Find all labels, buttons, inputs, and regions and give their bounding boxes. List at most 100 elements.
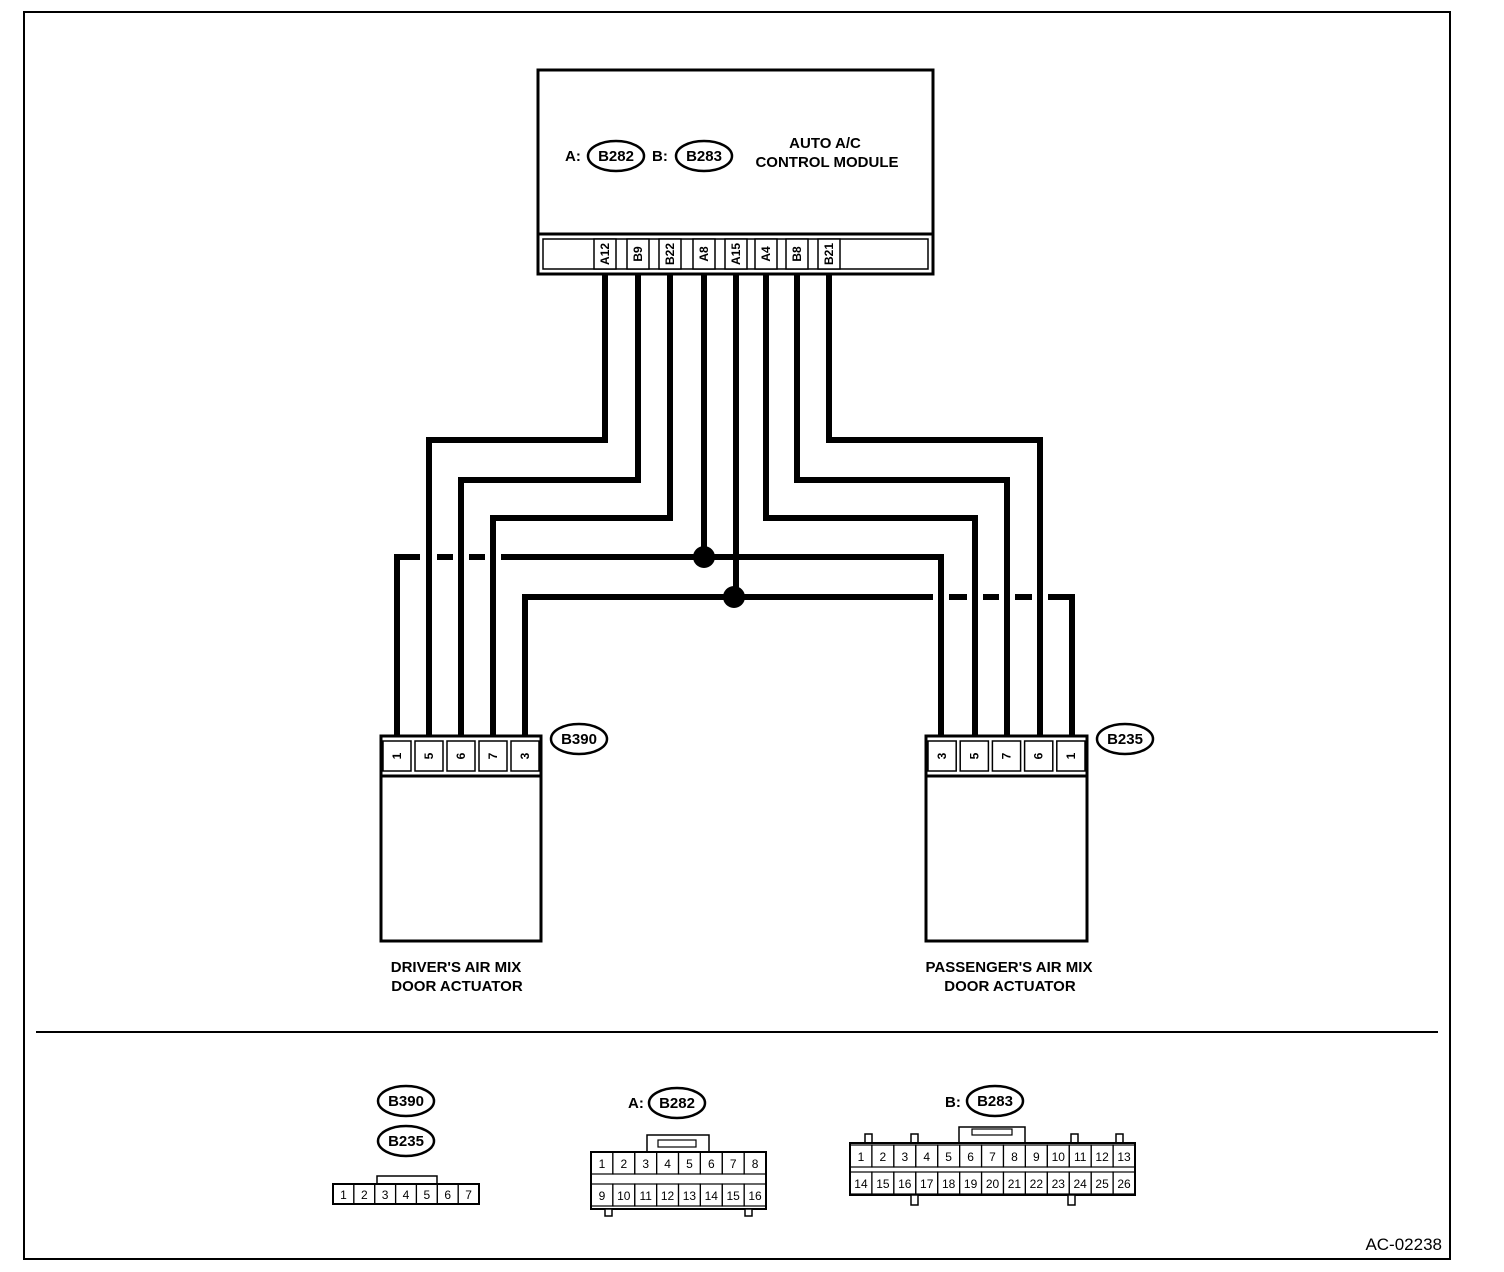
connector-pin-number: 5 bbox=[424, 1188, 431, 1202]
actuator-pin-label: 5 bbox=[422, 752, 436, 759]
connector-b-prefix: B: bbox=[652, 148, 668, 165]
connector-pin-number: 23 bbox=[1052, 1177, 1066, 1191]
connector-pin-number: 12 bbox=[661, 1189, 675, 1203]
wire-a15-passenger-pin1 bbox=[1048, 594, 1075, 736]
connector-pin-number: 1 bbox=[858, 1150, 865, 1164]
connector-pin-number: 4 bbox=[403, 1188, 410, 1202]
connector-pin-number: 8 bbox=[752, 1157, 759, 1171]
wire-a15-driver-pin3 bbox=[522, 594, 933, 736]
actuator-pin-label: 1 bbox=[1064, 752, 1078, 759]
connector-pin-number: 19 bbox=[964, 1177, 978, 1191]
driver-pin-labels: 1 5 6 7 3 bbox=[382, 740, 540, 772]
connector-pin-number: 13 bbox=[683, 1189, 697, 1203]
module-terminal-label: A15 bbox=[729, 243, 743, 265]
module-title-line2: CONTROL MODULE bbox=[755, 154, 898, 171]
legend-b390-id: B390 bbox=[388, 1093, 424, 1110]
connector-pin-number: 8 bbox=[1011, 1150, 1018, 1164]
connector-pin-number: 13 bbox=[1117, 1150, 1131, 1164]
connector-b-id: B283 bbox=[686, 148, 722, 165]
connector-pin-number: 7 bbox=[730, 1157, 737, 1171]
passenger-actuator-label-line2: DOOR ACTUATOR bbox=[944, 978, 1076, 995]
connector-pin-number: 6 bbox=[444, 1188, 451, 1202]
passenger-connector-id: B235 bbox=[1107, 731, 1143, 748]
figure-code: AC-02238 bbox=[1365, 1235, 1442, 1254]
connector-pin-number: 26 bbox=[1117, 1177, 1131, 1191]
connector-pin-number: 3 bbox=[642, 1157, 649, 1171]
connector-pin-number: 2 bbox=[880, 1150, 887, 1164]
connector-a-id: B282 bbox=[598, 148, 634, 165]
passenger-pin-labels: 3 5 7 6 1 bbox=[927, 740, 1086, 772]
driver-connector-badge bbox=[549, 722, 609, 756]
legend-b283-prefix: B: bbox=[945, 1094, 961, 1111]
connector-a-prefix: A: bbox=[565, 148, 581, 165]
connector-pin-number: 7 bbox=[989, 1150, 996, 1164]
module-terminal-label: B8 bbox=[790, 246, 804, 262]
wire-a12-to-driver-pin5 bbox=[426, 274, 608, 736]
module-terminal-label: A4 bbox=[759, 246, 773, 262]
actuator-pin-label: 3 bbox=[518, 752, 532, 759]
actuator-pin-label: 6 bbox=[1032, 752, 1046, 759]
legend-b282-prefix: A: bbox=[628, 1095, 644, 1112]
connector-pin-number: 9 bbox=[599, 1189, 606, 1203]
connector-pin-number: 16 bbox=[898, 1177, 912, 1191]
connector-pin-number: 5 bbox=[945, 1150, 952, 1164]
legend-b283-id: B283 bbox=[977, 1093, 1013, 1110]
actuator-pin-label: 7 bbox=[486, 752, 500, 759]
wire-a8-passenger-pin3 bbox=[501, 554, 944, 736]
connector-pin-number: 9 bbox=[1033, 1150, 1040, 1164]
actuator-pin-label: 7 bbox=[1000, 752, 1014, 759]
connector-pin-number: 1 bbox=[340, 1188, 347, 1202]
driver-connector-id: B390 bbox=[561, 731, 597, 748]
connector-pin-number: 4 bbox=[923, 1150, 930, 1164]
legend-b235-id: B235 bbox=[388, 1133, 424, 1150]
connector-pin-number: 24 bbox=[1074, 1177, 1088, 1191]
splice-a8 bbox=[693, 546, 715, 568]
connector-pin-number: 12 bbox=[1095, 1150, 1109, 1164]
driver-actuator-label-line2: DOOR ACTUATOR bbox=[391, 978, 523, 995]
outer-frame bbox=[23, 11, 1451, 1260]
connector-pin-number: 6 bbox=[708, 1157, 715, 1171]
connector-pin-number: 10 bbox=[617, 1189, 631, 1203]
actuator-pin-label: 1 bbox=[390, 752, 404, 759]
connector-pin-number: 11 bbox=[1074, 1150, 1087, 1164]
module-terminal-label: B22 bbox=[663, 243, 677, 265]
connector-pin-number: 15 bbox=[876, 1177, 890, 1191]
connector-pin-number: 3 bbox=[901, 1150, 908, 1164]
module-terminal-label: A12 bbox=[598, 243, 612, 265]
wire-b21-to-passenger-pin6 bbox=[826, 274, 1043, 736]
module-terminal-label: B21 bbox=[822, 243, 836, 265]
connector-pin-number: 20 bbox=[986, 1177, 1000, 1191]
connector-pin-number: 2 bbox=[620, 1157, 627, 1171]
wiring-harness bbox=[394, 274, 1075, 736]
passenger-connector-badge bbox=[1095, 722, 1155, 756]
passenger-actuator-body bbox=[924, 774, 1089, 943]
module-title-line1: AUTO A/C bbox=[789, 135, 861, 152]
connector-pin-number: 3 bbox=[382, 1188, 389, 1202]
connector-pin-number: 16 bbox=[748, 1189, 762, 1203]
connector-pin-number: 4 bbox=[664, 1157, 671, 1171]
wire-b9-to-driver-pin6 bbox=[458, 274, 641, 736]
wire-b8-to-passenger-pin7 bbox=[794, 274, 1010, 736]
passenger-actuator-label-line1: PASSENGER'S AIR MIX bbox=[926, 959, 1093, 976]
passenger-actuator: 3 5 7 6 1 B235 PASSENGER'S AIR MIX DOOR ACTU… bbox=[924, 722, 1155, 995]
connector-pin-number: 1 bbox=[599, 1157, 606, 1171]
module-terminal-label: B9 bbox=[631, 246, 645, 262]
actuator-pin-label: 5 bbox=[967, 752, 981, 759]
connector-pin-number: 6 bbox=[967, 1150, 974, 1164]
actuator-pin-label: 3 bbox=[935, 752, 949, 759]
connector-a-badge bbox=[586, 139, 646, 173]
connector-pin-number: 14 bbox=[705, 1189, 719, 1203]
connector-pin-number: 25 bbox=[1095, 1177, 1109, 1191]
connector-pin-number: 18 bbox=[942, 1177, 956, 1191]
actuator-pin-label: 6 bbox=[454, 752, 468, 759]
legend-b282-id: B282 bbox=[659, 1095, 695, 1112]
connector-pin-number: 5 bbox=[686, 1157, 693, 1171]
connector-pin-number: 10 bbox=[1052, 1150, 1066, 1164]
wire-a8-driver-pin1 bbox=[394, 554, 420, 736]
connector-b-badge bbox=[674, 139, 734, 173]
